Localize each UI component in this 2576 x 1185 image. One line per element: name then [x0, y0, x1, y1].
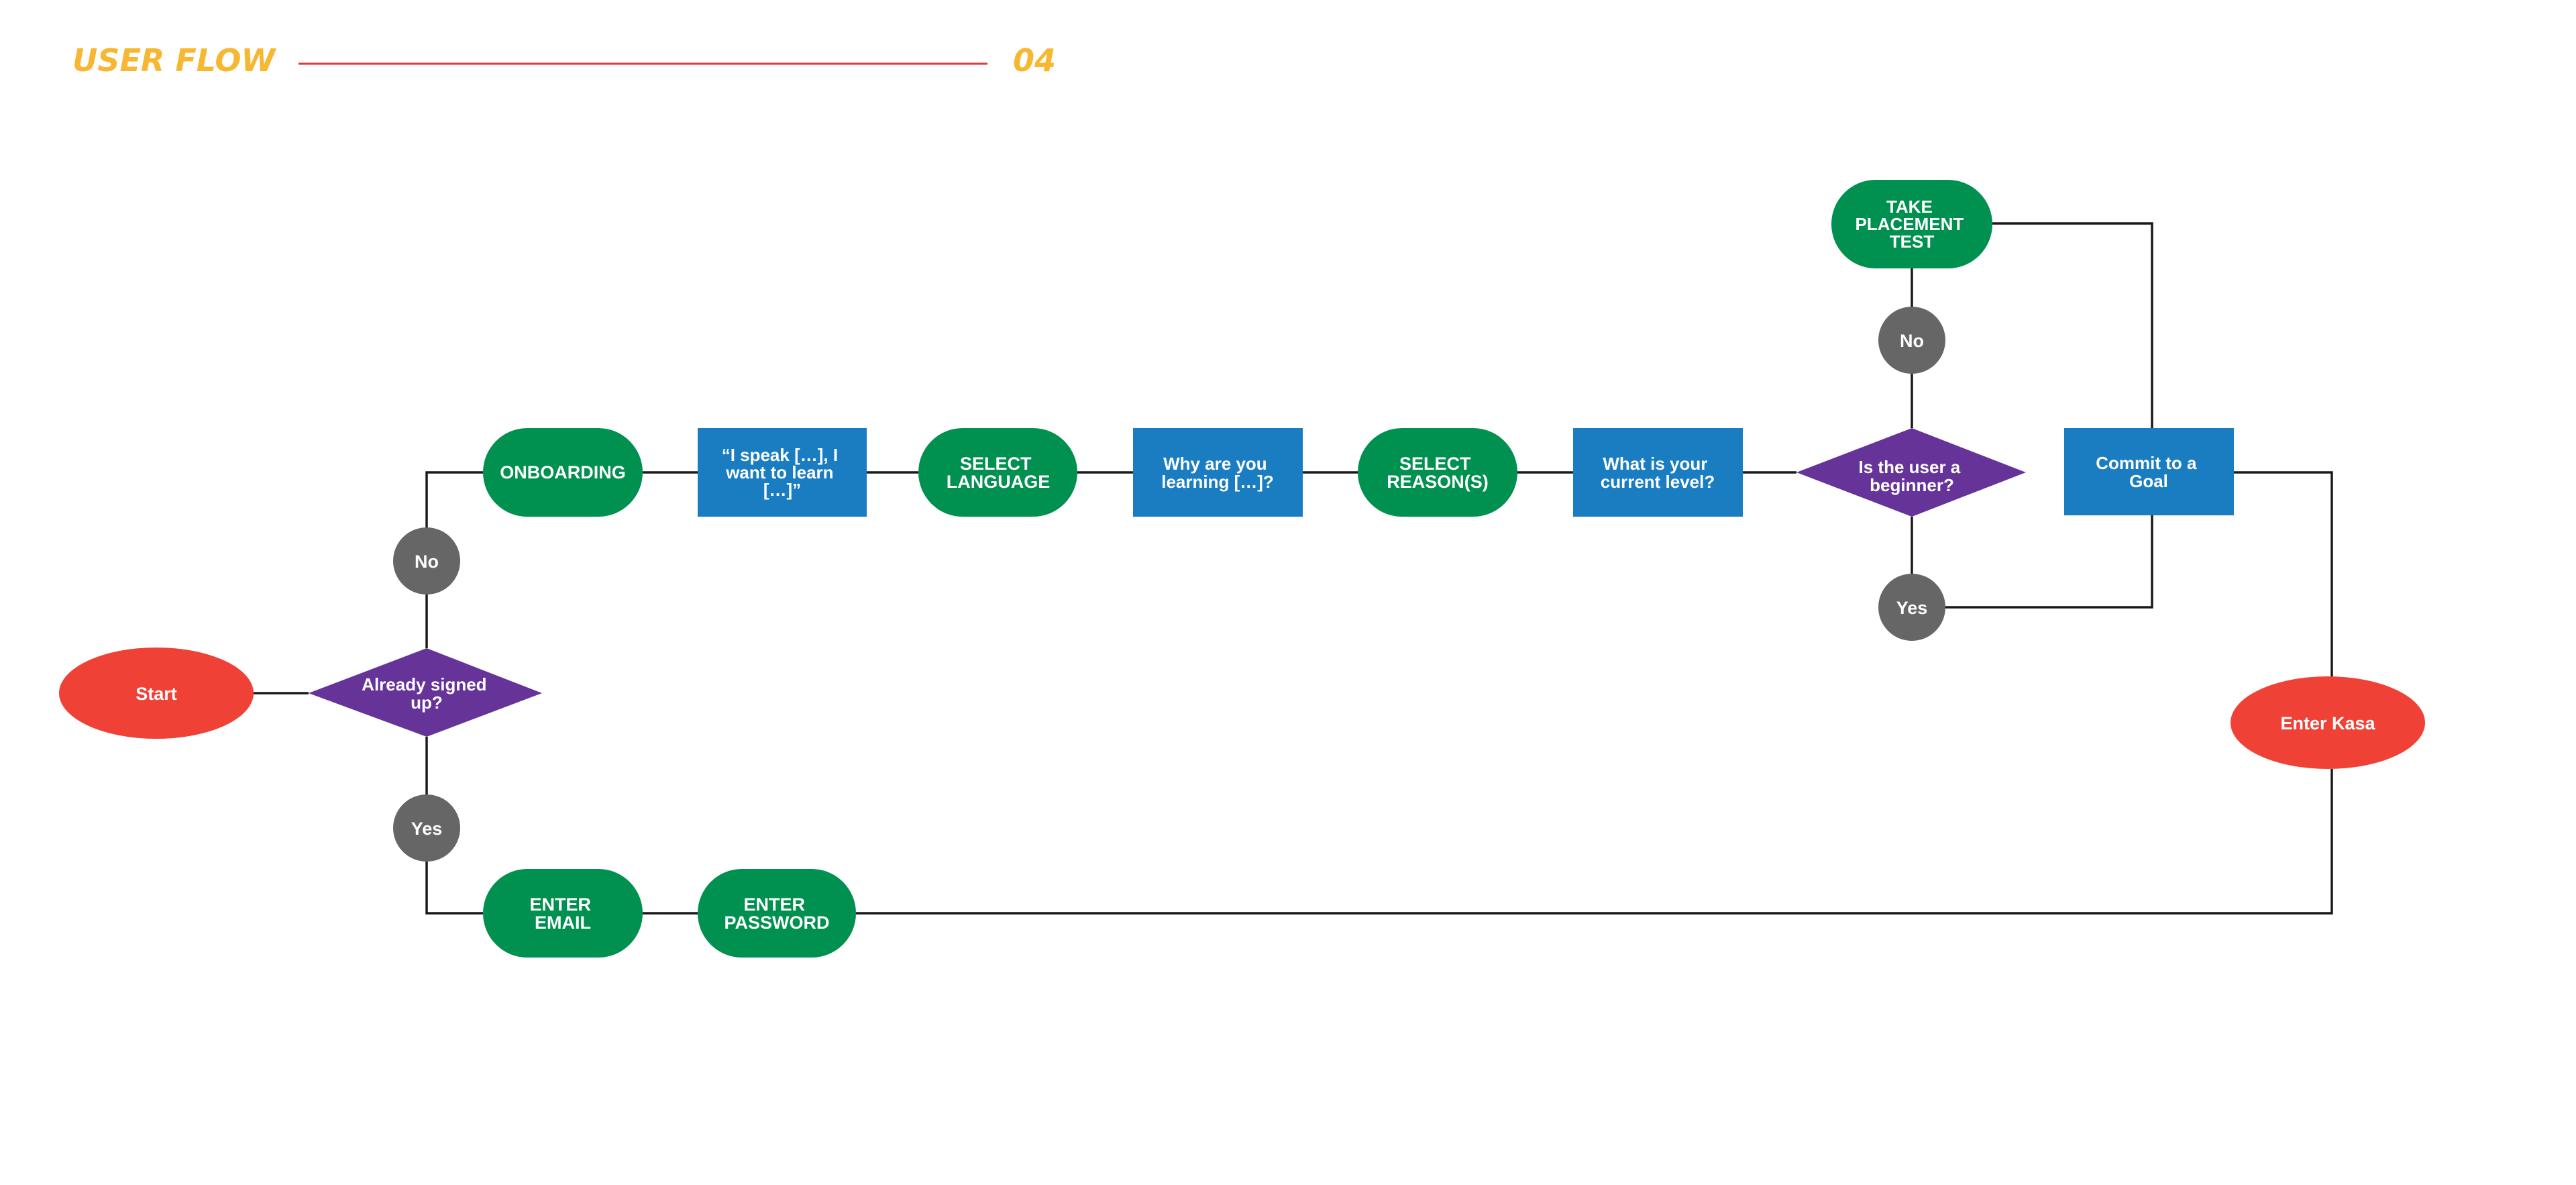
node-why-learning-label: Why are you learning […]? [1161, 454, 1274, 492]
node-onboarding-label: ONBOARDING [500, 462, 626, 482]
node-enter-kasa[interactable]: Enter Kasa [2231, 676, 2425, 769]
node-i-speak[interactable]: “I speak […], I want to learn […]” [698, 428, 867, 517]
node-select-language[interactable]: SELECT LANGUAGE [918, 428, 1077, 517]
node-commit-goal[interactable]: Commit to a Goal [2064, 428, 2234, 515]
decision-is-beginner[interactable]: Is the user a beginner? [1796, 428, 2026, 517]
node-why-learning[interactable]: Why are you learning […]? [1133, 428, 1303, 517]
node-enter-email-label: ENTER EMAIL [529, 894, 596, 933]
connector-label-yes-2: Yes [1878, 574, 1945, 641]
svg-text:Yes: Yes [411, 819, 443, 839]
svg-text:Yes: Yes [1896, 598, 1928, 618]
node-current-level-label: What is your current level? [1601, 454, 1715, 492]
svg-text:No: No [415, 552, 439, 572]
node-placement-test-label: TAKE PLACEMENT TEST [1855, 197, 1968, 252]
connector-label-no-1: No [393, 527, 460, 595]
connector-label-no-2: No [1878, 307, 1945, 374]
node-onboarding[interactable]: ONBOARDING [483, 428, 643, 517]
node-enter-kasa-label: Enter Kasa [2280, 713, 2375, 733]
header-number: 04 [1013, 42, 1056, 79]
node-commit-goal-label: Commit to a Goal [2096, 453, 2201, 491]
node-select-reasons[interactable]: SELECT REASON(S) [1358, 428, 1517, 517]
node-start[interactable]: Start [59, 648, 254, 739]
decision-is-beginner-label: Is the user a beginner? [1859, 457, 1966, 495]
node-placement-test[interactable]: TAKE PLACEMENT TEST [1831, 180, 1992, 268]
node-enter-password[interactable]: ENTER PASSWORD [698, 869, 856, 958]
node-enter-email[interactable]: ENTER EMAIL [483, 869, 643, 958]
decision-already-signed-up-label: Already signed up? [362, 674, 492, 713]
node-current-level[interactable]: What is your current level? [1573, 428, 1743, 517]
connector-label-yes-1: Yes [393, 794, 460, 862]
decision-already-signed-up[interactable]: Already signed up? [309, 648, 542, 737]
node-start-label: Start [136, 684, 177, 704]
header-title: USER FLOW [72, 42, 277, 79]
node-enter-password-label: ENTER PASSWORD [724, 894, 829, 933]
node-select-reasons-label: SELECT REASON(S) [1387, 454, 1489, 492]
node-select-language-label: SELECT LANGUAGE [947, 454, 1051, 492]
connector-lines [254, 222, 2333, 915]
node-i-speak-label: “I speak […], I want to learn […]” [722, 445, 843, 500]
svg-text:No: No [1900, 331, 1924, 351]
